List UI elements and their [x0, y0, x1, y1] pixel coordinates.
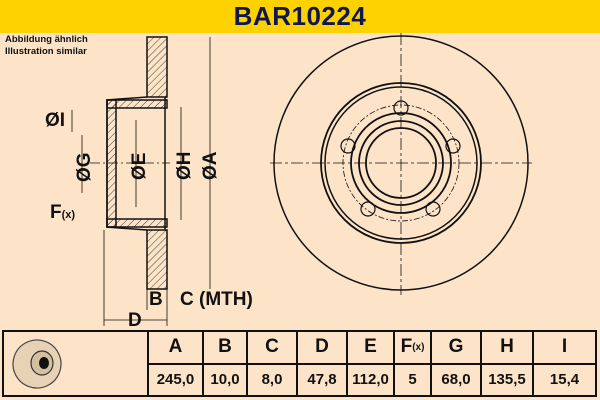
technical-drawing: ØI ØG ØE ØH ØA F(x) B C (MTH) D	[45, 33, 532, 330]
brake-disc-icon	[12, 339, 62, 389]
col-e: E 112,0	[348, 332, 395, 395]
value-i: 15,4	[549, 371, 580, 389]
label-f: F(x)	[50, 202, 75, 223]
header-f: F(x)	[395, 332, 430, 365]
label-diameter-e: ØE	[129, 153, 150, 180]
note-english: Illustration similar	[5, 46, 87, 57]
col-i: I 15,4	[534, 332, 595, 395]
value-c: 8,0	[261, 371, 283, 389]
header-i: I	[534, 332, 595, 365]
value-a: 245,0	[156, 371, 195, 389]
value-d: 47,8	[307, 371, 337, 389]
col-b: B 10,0	[204, 332, 248, 395]
header-bar: BAR10224	[0, 0, 600, 33]
label-d: D	[128, 310, 142, 330]
col-h: H 135,5	[482, 332, 534, 395]
col-d: D 47,8	[298, 332, 348, 395]
header-a: A	[149, 332, 202, 365]
value-b: 10,0	[210, 371, 240, 389]
note-german: Abbildung ähnlich	[5, 34, 88, 45]
header-e: E	[348, 332, 393, 365]
illustration-note: Abbildung ähnlich Illustration similar	[5, 34, 88, 58]
label-diameter-a: ØA	[200, 151, 221, 180]
header-g: G	[432, 332, 480, 365]
label-c-mth: C (MTH)	[180, 289, 253, 310]
label-diameter-g: ØG	[74, 152, 95, 182]
label-b: B	[149, 289, 163, 310]
part-number-title: BAR10224	[233, 1, 367, 31]
col-a: A 245,0	[149, 332, 204, 395]
value-h: 135,5	[488, 371, 526, 389]
header-b: B	[204, 332, 246, 365]
value-g: 68,0	[441, 371, 471, 389]
header-c: C	[248, 332, 296, 365]
col-f: F(x) 5	[395, 332, 432, 395]
col-g: G 68,0	[432, 332, 482, 395]
value-f: 5	[408, 371, 417, 389]
header-h: H	[482, 332, 532, 365]
dimensions-table: A 245,0 B 10,0 C 8,0 D 47,8 E 112,0 F(x)…	[2, 330, 597, 397]
disc-section-view	[71, 36, 211, 326]
col-c: C 8,0	[248, 332, 298, 395]
disc-thumbnail	[4, 332, 149, 395]
label-diameter-h: ØH	[174, 152, 195, 181]
value-e: 112,0	[352, 371, 389, 389]
disc-front-view	[270, 33, 532, 295]
label-diameter-i: ØI	[45, 110, 65, 131]
header-d: D	[298, 332, 346, 365]
